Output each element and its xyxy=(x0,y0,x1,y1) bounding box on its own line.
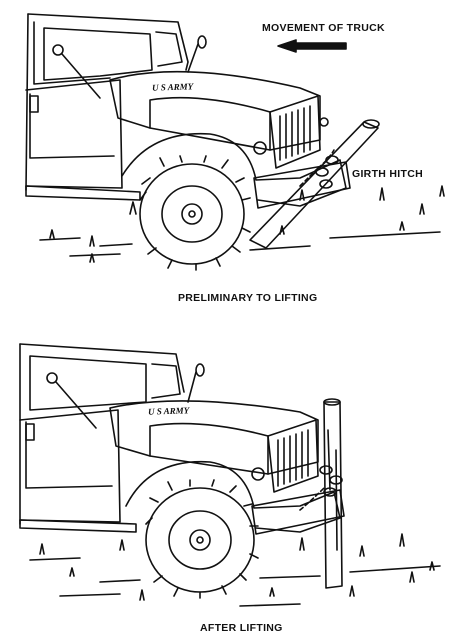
front-fender xyxy=(121,132,347,207)
cab-frame xyxy=(19,343,185,393)
headlight-icon xyxy=(253,141,267,155)
ground xyxy=(39,231,441,257)
wooden-post-icon xyxy=(323,401,343,589)
cab-frame xyxy=(27,13,189,71)
hood-marking-bottom: U S ARMY xyxy=(147,405,190,417)
movement-label: MOVEMENT OF TRUCK xyxy=(262,22,385,34)
girth-hitch-label: GIRTH HITCH xyxy=(352,168,423,180)
cab-window xyxy=(29,355,147,411)
cab-window xyxy=(43,27,153,81)
front-bumper xyxy=(253,161,351,209)
arrow-left-icon xyxy=(277,39,347,53)
truck-grille xyxy=(267,419,319,493)
truck-grille xyxy=(269,95,321,169)
truck-hood xyxy=(109,70,321,151)
ground xyxy=(29,557,441,607)
front-bumper xyxy=(251,489,345,535)
headlight-icon xyxy=(251,467,265,481)
mirror-icon xyxy=(46,372,58,384)
scene-preliminary xyxy=(25,13,445,271)
caption-after: AFTER LIFTING xyxy=(200,622,283,634)
cab-door xyxy=(25,79,123,189)
mirror-icon xyxy=(52,44,64,56)
front-fender xyxy=(125,460,341,533)
cab-door xyxy=(19,409,121,523)
hood-marking-top: U S ARMY xyxy=(151,81,194,93)
caption-preliminary: PRELIMINARY TO LIFTING xyxy=(178,292,318,304)
chain-icon xyxy=(299,487,325,511)
front-wheel xyxy=(139,163,245,265)
scene-after xyxy=(19,343,441,607)
